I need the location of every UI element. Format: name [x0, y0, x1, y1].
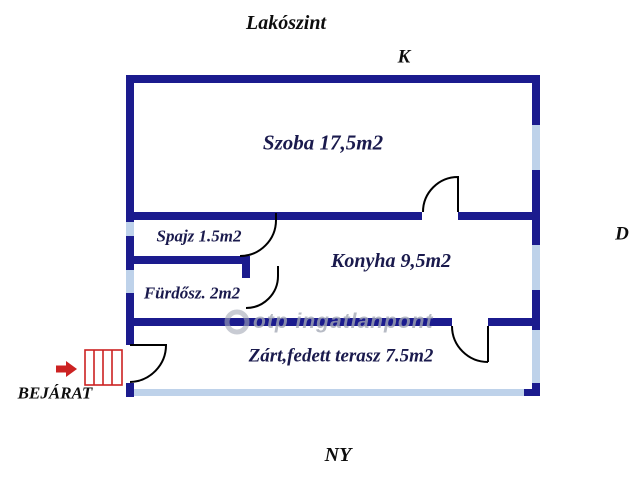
entrance-arrow-icon — [56, 361, 77, 377]
room-label-terasz: Zárt,fedett terasz 7.5m2 — [248, 345, 434, 367]
window-konyha-right — [532, 245, 540, 290]
window-spajz-left — [126, 222, 134, 236]
wall-stub-furdosz — [242, 256, 250, 278]
wall-bottom-corner-right — [522, 389, 540, 396]
stairs-icon — [84, 349, 123, 386]
watermark-logo-icon — [224, 309, 250, 335]
window-terasz-bottom — [134, 389, 524, 396]
wall-spajz-bottom — [126, 256, 250, 264]
wall-right-segment — [532, 290, 540, 330]
compass-south: D — [615, 223, 629, 245]
entrance-label: BEJÁRAT — [17, 383, 93, 403]
window-furdosz-left — [126, 270, 134, 293]
window-szoba-right — [532, 125, 540, 170]
door-szoba — [422, 175, 459, 213]
room-label-konyha: Konyha 9,5m2 — [330, 250, 452, 272]
door-spajz — [239, 213, 277, 257]
door-furdosz — [245, 266, 279, 309]
wall-terasz-top-right — [488, 318, 540, 326]
door-entrance — [129, 344, 168, 383]
watermark-text: otp ingatlanpont — [253, 310, 434, 333]
wall-terasz-top-left — [126, 318, 452, 326]
room-label-furdosz: Fürdősz. 2m2 — [143, 283, 241, 303]
compass-west: NY — [324, 444, 352, 466]
wall-szoba-bottom-left — [126, 212, 422, 220]
room-label-spajz: Spajz 1.5m2 — [156, 226, 242, 246]
wall-top — [126, 75, 540, 83]
window-terasz-right — [532, 330, 540, 383]
room-label-szoba: Szoba 17,5m2 — [262, 130, 384, 155]
wall-left-segment — [126, 75, 134, 222]
wall-right-segment — [532, 170, 540, 245]
wall-left-segment — [126, 236, 134, 270]
door-terasz — [451, 325, 489, 363]
wall-right-segment — [532, 75, 540, 125]
wall-szoba-bottom-right — [458, 212, 540, 220]
compass-east: K — [397, 46, 411, 68]
page-title: Lakószint — [245, 12, 327, 34]
